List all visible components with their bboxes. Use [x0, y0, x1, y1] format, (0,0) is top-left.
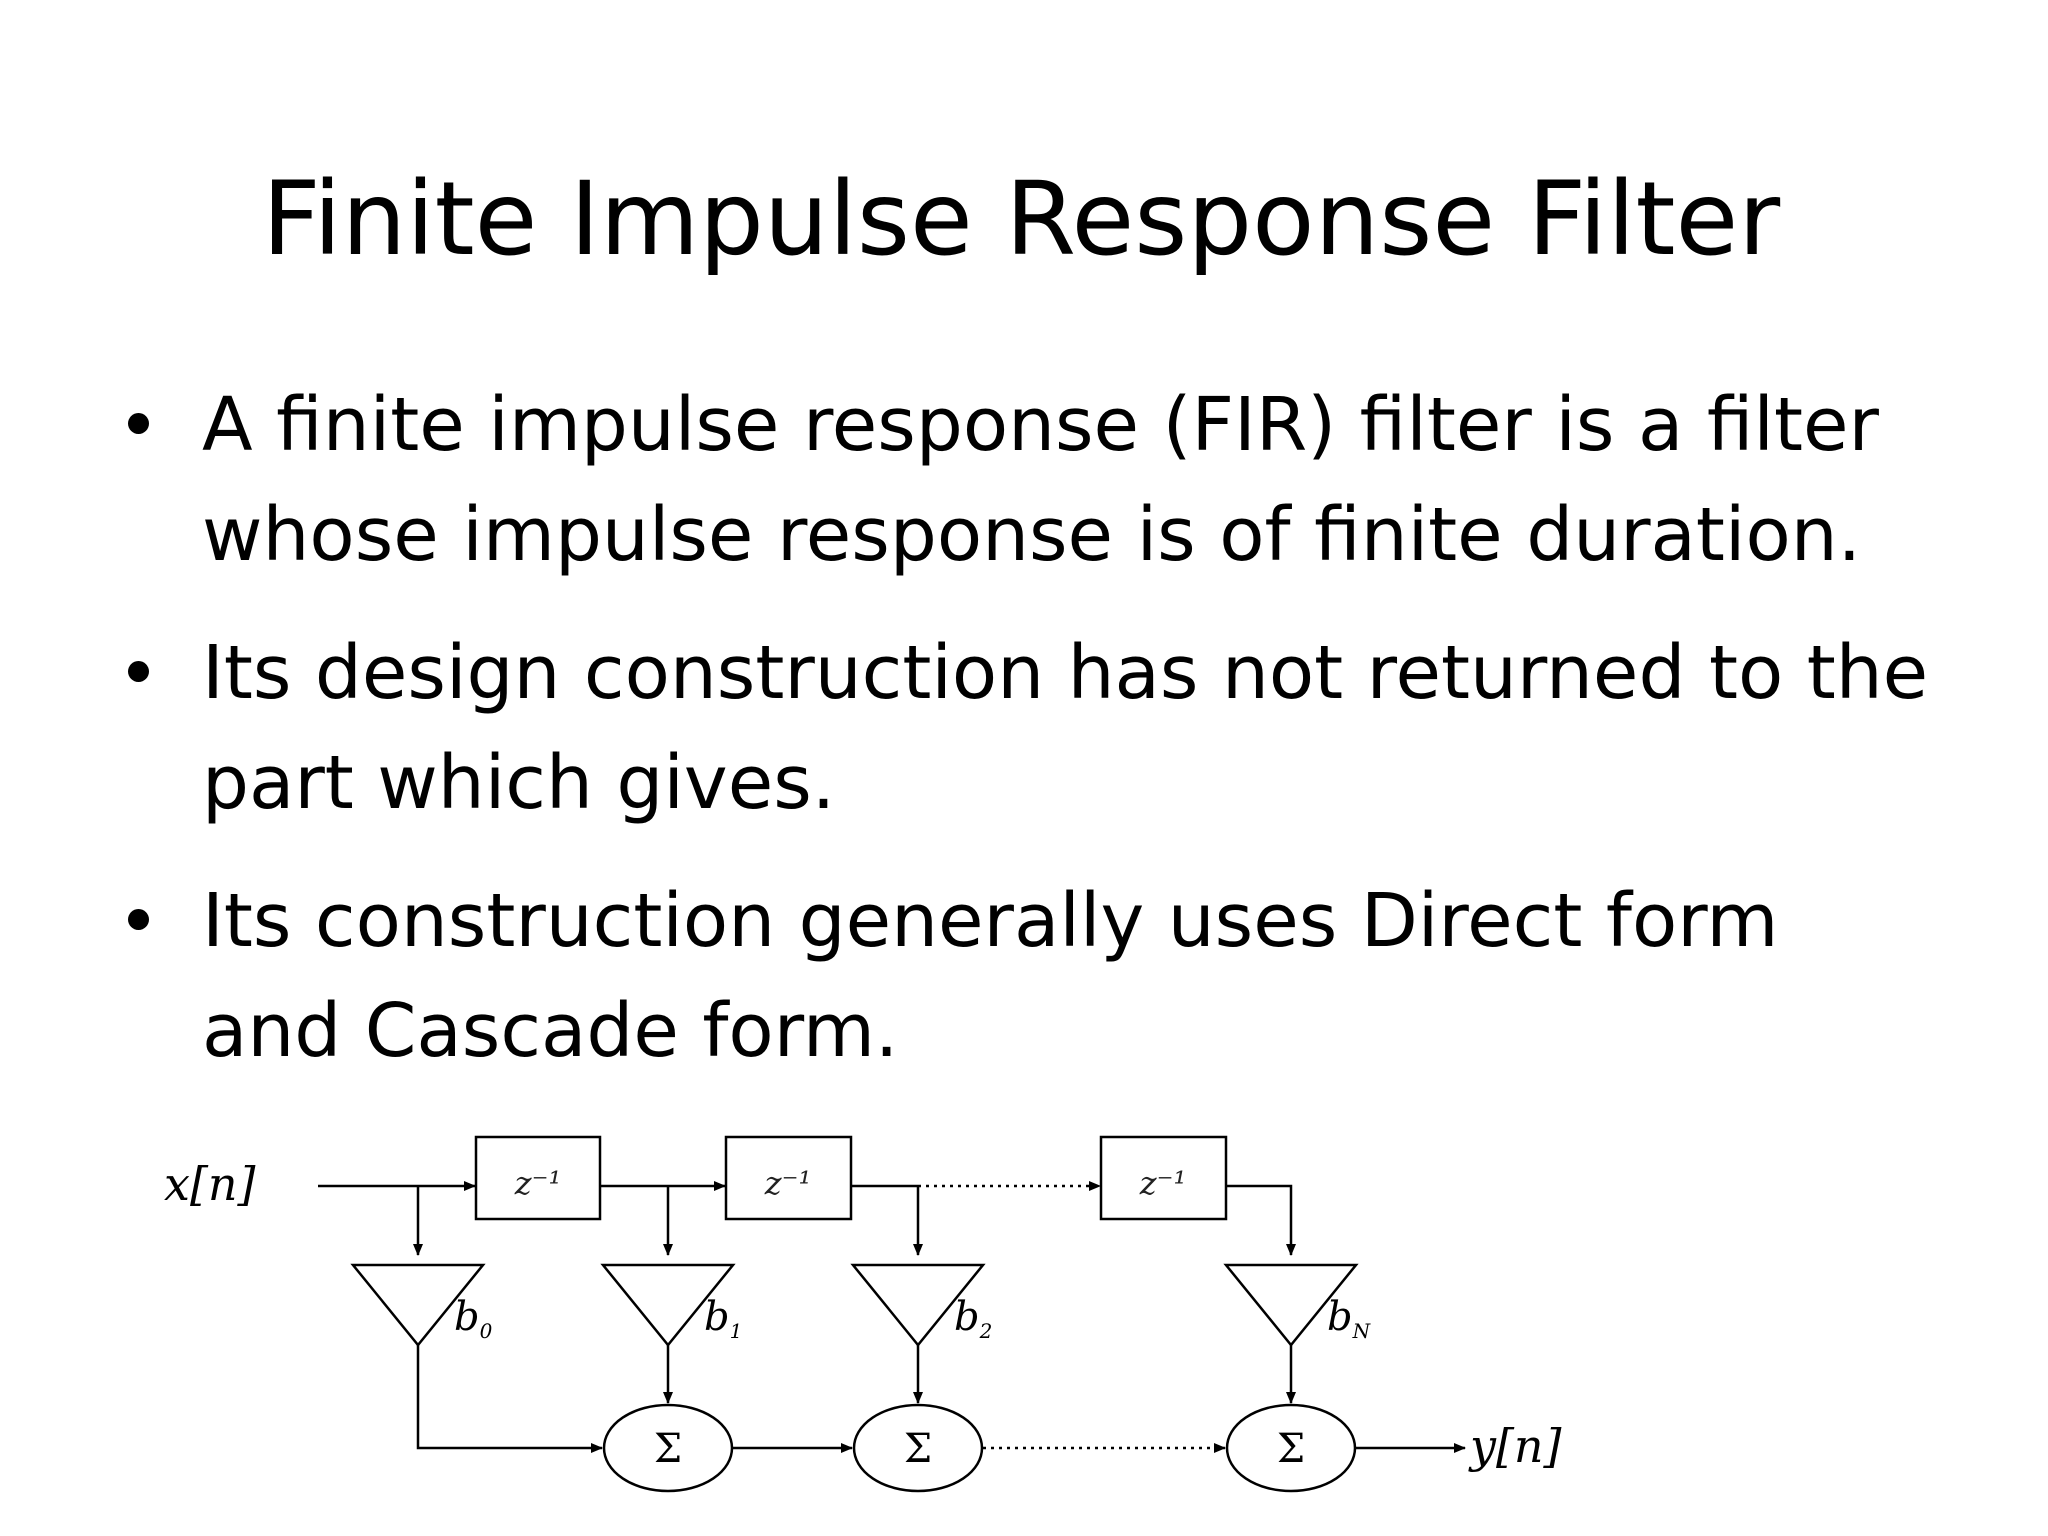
bullet-dot-icon: [128, 909, 149, 930]
gain-triangle: [600, 1263, 736, 1347]
output-label: y[n]: [1468, 1419, 1562, 1473]
bullet-list: A finite impulse response (FIR) filter i…: [120, 370, 2010, 1114]
coefficient-label: bN: [1327, 1294, 1372, 1343]
slide-title: Finite Impulse Response Filter: [262, 160, 1781, 279]
signal-line: [1226, 1184, 1296, 1256]
sum-line: [416, 1345, 603, 1453]
delay-label: z⁻¹: [764, 1164, 812, 1202]
bullet-item: A finite impulse response (FIR) filter i…: [120, 370, 2010, 590]
adder-symbol: Σ: [1277, 1426, 1305, 1472]
bullet-line: whose impulse response is of finite dura…: [202, 492, 1862, 578]
delay-box: [724, 1135, 853, 1221]
delay-label: z⁻¹: [1139, 1164, 1187, 1202]
coefficient-label: b1: [704, 1294, 742, 1343]
bullet-item: Its construction generally uses Direct f…: [120, 866, 2010, 1086]
bullet-dot-icon: [128, 661, 149, 682]
coefficient-label: b2: [954, 1294, 992, 1343]
bullet-line: and Cascade form.: [202, 988, 899, 1074]
adder-symbol: Σ: [904, 1426, 932, 1472]
adder-circle: [1225, 1403, 1357, 1493]
adder-circle: [852, 1403, 984, 1493]
bullet-dot-icon: [128, 413, 149, 434]
bullet-line: Its construction generally uses Direct f…: [202, 878, 1779, 964]
gain-triangle: [850, 1263, 986, 1347]
gain-triangle: [1223, 1263, 1359, 1347]
adder-symbol: Σ: [654, 1426, 682, 1472]
delay-box: [1099, 1135, 1228, 1221]
adder-circle: [602, 1403, 734, 1493]
delay-box: [474, 1135, 602, 1221]
input-label: x[n]: [164, 1157, 256, 1211]
delay-label: z⁻¹: [514, 1164, 562, 1202]
bullet-line: Its design construction has not returned…: [202, 630, 1929, 716]
bullet-line: part which gives.: [202, 740, 836, 826]
coefficient-label: b0: [454, 1294, 493, 1343]
gain-triangle: [350, 1263, 486, 1347]
bullet-item: Its design construction has not returned…: [120, 618, 2010, 838]
bullet-line: A finite impulse response (FIR) filter i…: [202, 382, 1879, 468]
